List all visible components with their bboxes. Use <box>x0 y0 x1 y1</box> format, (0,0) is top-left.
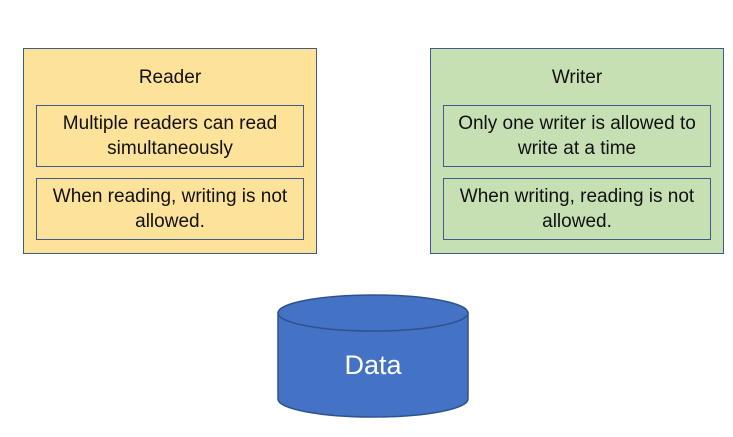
reader-panel: Reader Multiple readers can read simulta… <box>23 48 317 254</box>
writer-panel: Writer Only one writer is allowed to wri… <box>430 48 724 254</box>
cylinder-top <box>277 294 469 332</box>
cylinder-body <box>277 312 469 418</box>
writer-rule-text: When writing, reading is not allowed. <box>459 186 695 232</box>
reader-rule-text: When reading, writing is not allowed. <box>52 186 288 232</box>
writer-title: Writer <box>551 67 603 88</box>
writer-rule-text: Only one writer is allowed to write at a… <box>458 113 696 159</box>
writer-rule-box: Only one writer is allowed to write at a… <box>443 105 711 167</box>
reader-title: Reader <box>138 67 202 88</box>
data-cylinder <box>277 294 469 418</box>
writer-rule-box: When writing, reading is not allowed. <box>443 178 711 240</box>
reader-rule-text: Multiple readers can read simultaneously <box>62 113 278 159</box>
reader-rule-box: Multiple readers can read simultaneously <box>36 105 304 167</box>
reader-rule-box: When reading, writing is not allowed. <box>36 178 304 240</box>
